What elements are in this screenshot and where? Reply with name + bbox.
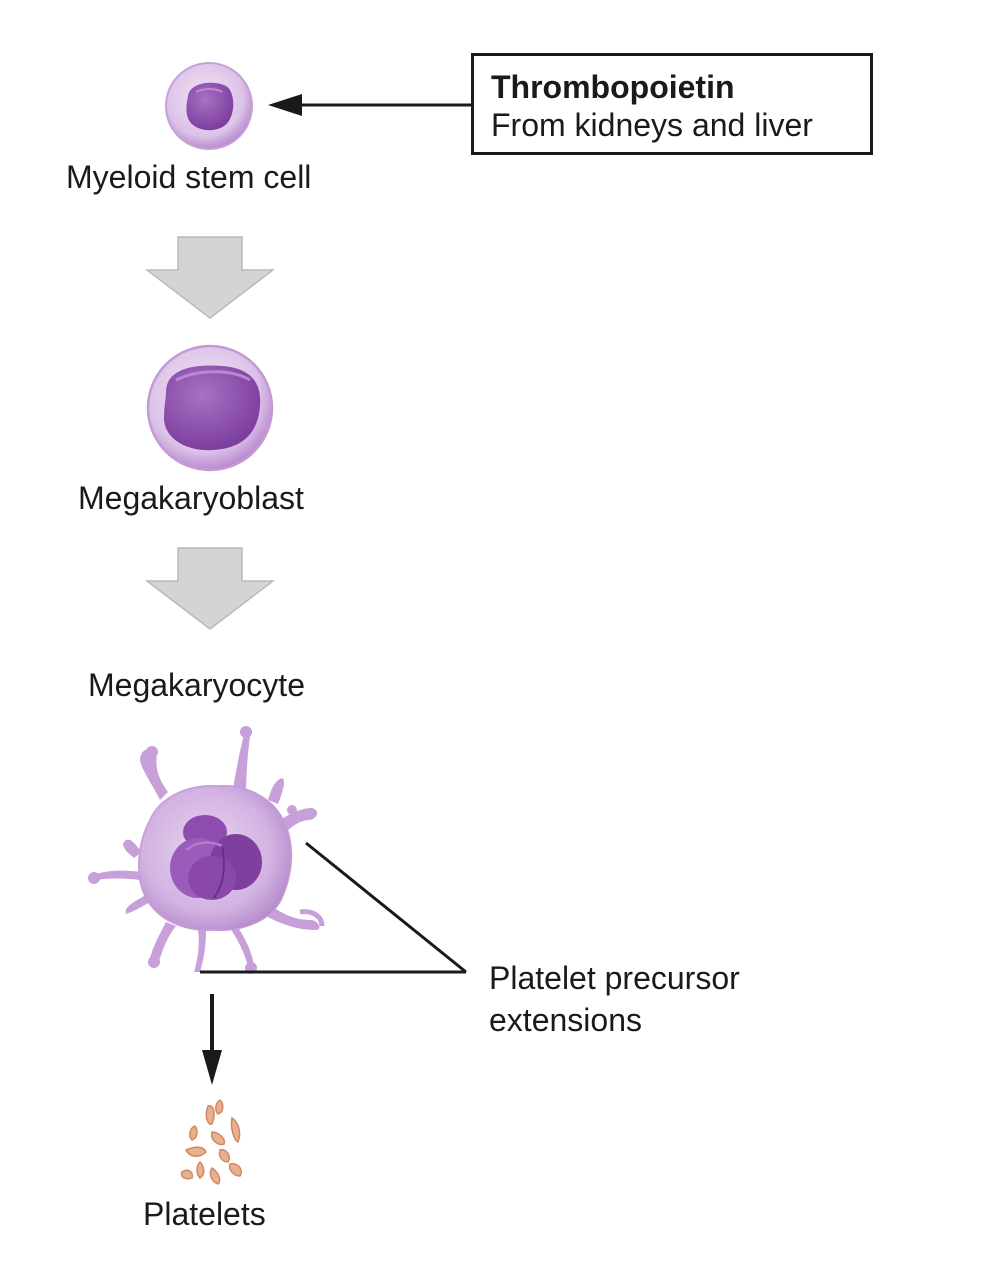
- megakaryocyte-cell: [88, 726, 325, 974]
- platelets-label: Platelets: [143, 1196, 266, 1232]
- progression-arrow-1: [144, 236, 276, 319]
- extensions-callout-label: Platelet precursor extensions: [489, 957, 740, 1041]
- megakaryoblast-cell: [146, 344, 274, 472]
- megakaryocyte-label: Megakaryocyte: [88, 667, 305, 703]
- platelets-cluster: [180, 1099, 242, 1185]
- extensions-callout-lines: [200, 841, 467, 974]
- extensions-callout-line1: Platelet precursor: [489, 960, 740, 996]
- megakaryoblast-label: Megakaryoblast: [78, 480, 304, 516]
- myeloid-stem-cell-label: Myeloid stem cell: [66, 159, 312, 195]
- thrombopoietin-arrow: [268, 94, 471, 116]
- thrombopoietin-title: Thrombopoietin: [491, 69, 735, 105]
- extensions-callout-line2: extensions: [489, 1002, 642, 1038]
- thrombopoietin-source: From kidneys and liver: [491, 107, 813, 143]
- progression-arrow-2: [144, 547, 276, 630]
- release-arrow: [202, 994, 222, 1085]
- myeloid-stem-cell: [165, 62, 253, 150]
- thrombopoietin-box: Thrombopoietin From kidneys and liver: [471, 53, 873, 155]
